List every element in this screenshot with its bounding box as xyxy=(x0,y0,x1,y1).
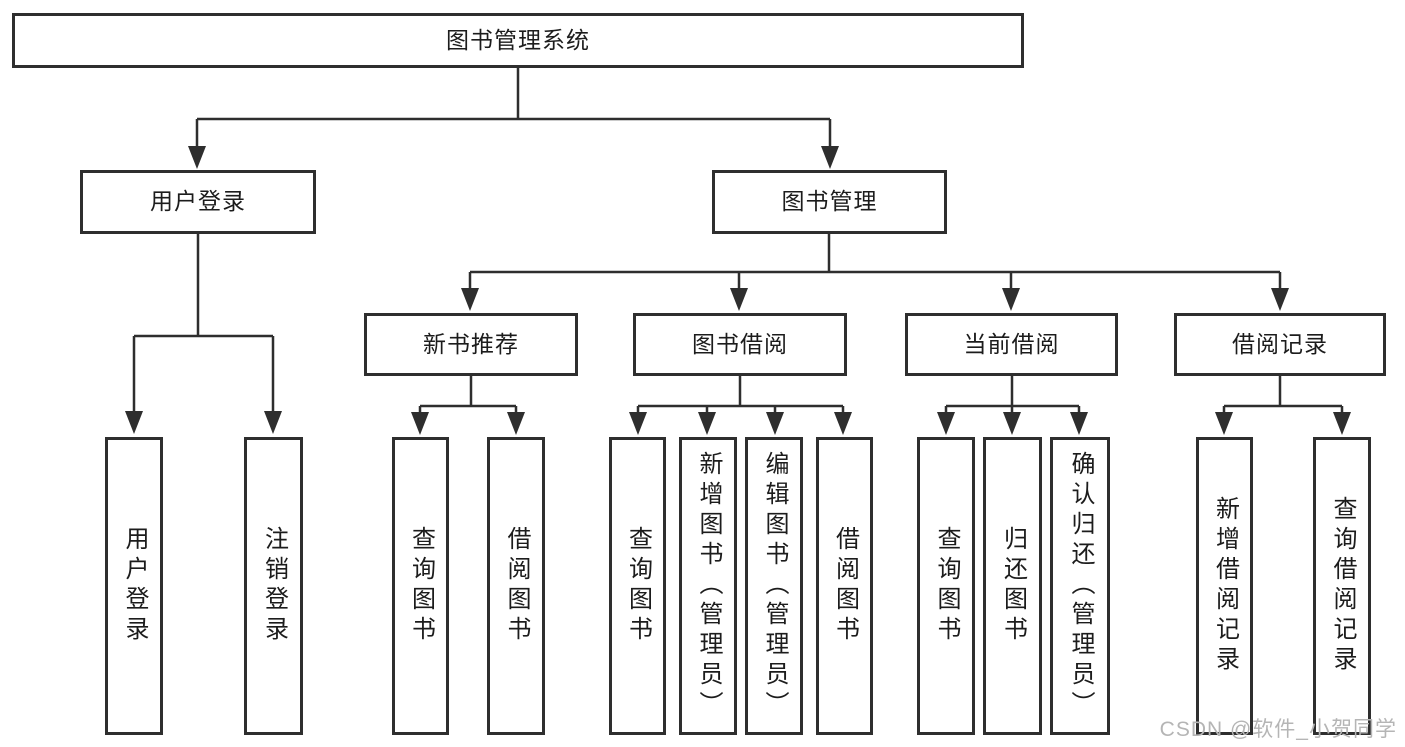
leaf-logout: 注销登录 xyxy=(244,437,303,735)
node-new-book-recommendation: 新书推荐 xyxy=(364,313,578,376)
csdn-watermark: CSDN @软件_小贺同学 xyxy=(1159,718,1397,741)
leaf-add-borrow-record: 新增借阅记录 xyxy=(1196,437,1253,735)
leaf-user-login: 用户登录 xyxy=(105,437,163,735)
leaf-confirm-return-admin: 确认归还（管理员） xyxy=(1050,437,1110,735)
node-book-borrowing: 图书借阅 xyxy=(633,313,847,376)
leaf-query-books-borrowing: 查询图书 xyxy=(609,437,666,735)
leaf-add-books-admin: 新增图书（管理员） xyxy=(679,437,737,735)
leaf-edit-books-admin: 编辑图书（管理员） xyxy=(745,437,803,735)
leaf-query-borrow-record: 查询借阅记录 xyxy=(1313,437,1371,735)
connector-paths xyxy=(132,68,1344,416)
arrowheads xyxy=(125,146,1351,435)
leaf-return-books: 归还图书 xyxy=(983,437,1042,735)
node-book-management: 图书管理 xyxy=(712,170,947,234)
leaf-query-books-current: 查询图书 xyxy=(917,437,975,735)
node-current-borrowing: 当前借阅 xyxy=(905,313,1118,376)
leaf-borrow-books-recommend: 借阅图书 xyxy=(487,437,545,735)
leaf-borrow-books: 借阅图书 xyxy=(816,437,873,735)
node-user-login: 用户登录 xyxy=(80,170,316,234)
node-root-library-system: 图书管理系统 xyxy=(12,13,1024,68)
leaf-query-books-recommend: 查询图书 xyxy=(392,437,449,735)
node-borrowing-records: 借阅记录 xyxy=(1174,313,1386,376)
